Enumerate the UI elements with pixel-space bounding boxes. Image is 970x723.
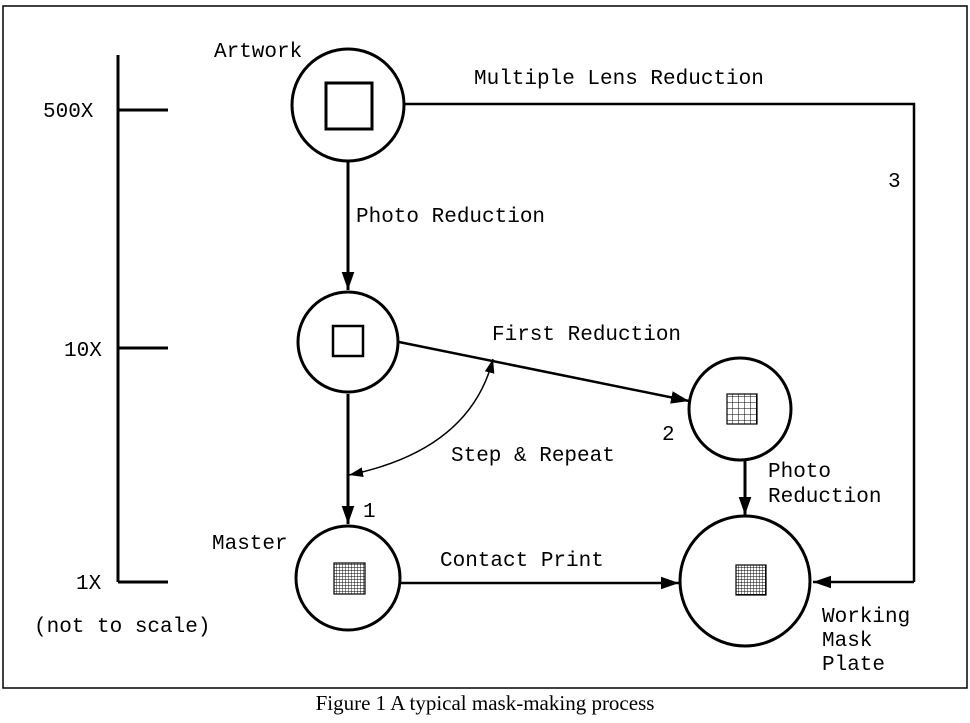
first-reduction-label: First Reduction <box>492 324 681 347</box>
scale-label-1x: 1X <box>76 573 102 596</box>
photo-reduction-2-label-2: Reduction <box>768 486 881 509</box>
working-plate-grid-icon <box>735 564 767 596</box>
scale-label-500x: 500X <box>43 101 94 124</box>
scale-note: (not to scale) <box>34 616 210 639</box>
step-repeat-arc <box>348 358 495 477</box>
edge-first-reduction: First Reduction 2 <box>398 324 690 447</box>
path-number-1: 1 <box>363 501 376 524</box>
master-grid-icon <box>333 562 366 595</box>
master-label: Master <box>212 533 288 556</box>
working-label-1: Working <box>822 606 910 629</box>
edge-contact-print: Contact Print <box>400 550 679 590</box>
edge-photo-reduction-2: Photo Reduction <box>738 460 881 515</box>
artwork-square-icon <box>324 81 374 131</box>
photo-reduction-2-label-1: Photo <box>768 461 831 484</box>
master-node: Master <box>212 524 402 632</box>
working-label-2: Mask <box>822 630 872 653</box>
artwork-label: Artwork <box>214 41 302 64</box>
working-label-3: Plate <box>822 654 885 677</box>
reticle-grid-icon <box>726 393 758 425</box>
multiple-lens-label: Multiple Lens Reduction <box>474 68 764 91</box>
working-plate-node: Working Mask Plate <box>678 514 910 677</box>
edge-step-repeat: Step & Repeat 1 <box>341 358 615 524</box>
edge-photo-reduction-1: Photo Reduction <box>341 162 545 290</box>
artwork-node: Artwork <box>214 41 406 163</box>
figure-frame <box>2 5 968 689</box>
scale-label-10x: 10X <box>64 340 102 363</box>
edge-multiple-lens: Multiple Lens Reduction 3 <box>405 68 916 589</box>
path-number-3: 3 <box>888 171 901 194</box>
intermediate-square-icon <box>331 324 365 358</box>
reticle-node <box>687 356 793 462</box>
photo-reduction-1-label: Photo Reduction <box>356 206 545 229</box>
path-number-2: 2 <box>662 424 675 447</box>
intermediate-node <box>296 290 400 394</box>
scale-bar: 500X 10X 1X (not to scale) <box>34 55 210 639</box>
step-repeat-label: Step & Repeat <box>451 445 615 468</box>
figure-caption: Figure 1 A typical mask-making process <box>315 691 655 715</box>
contact-print-label: Contact Print <box>440 550 604 573</box>
